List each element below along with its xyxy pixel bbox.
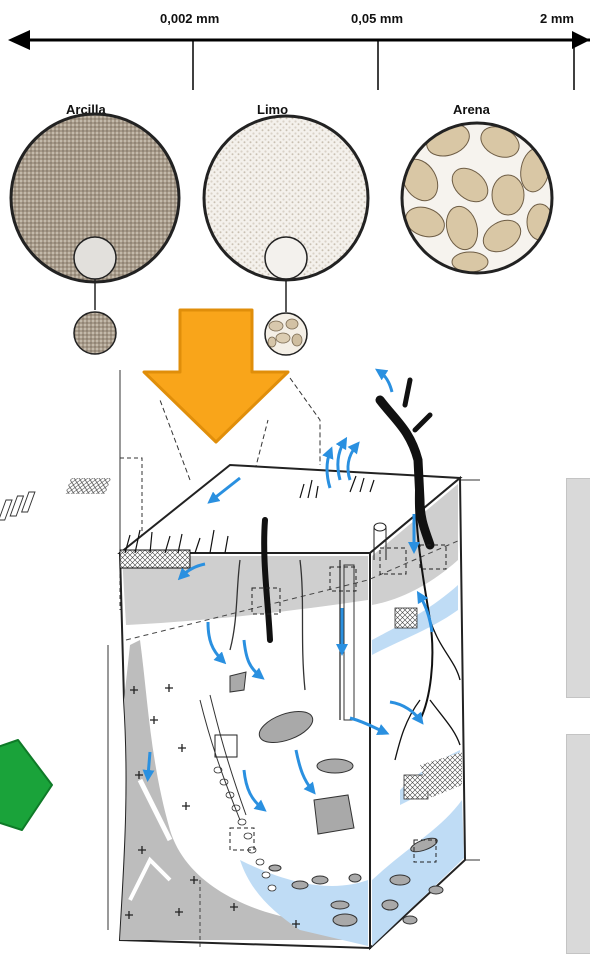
sand-label: Arena	[453, 102, 491, 117]
clay-particle-circle	[11, 114, 179, 354]
right-arrow-icon	[0, 740, 52, 830]
tick-label-clay: 0,002 mm	[160, 11, 219, 26]
water-flow-arrow-icon	[380, 372, 392, 392]
water-flow-arrow-icon	[148, 752, 150, 776]
tick-label-sand: 2 mm	[540, 11, 574, 26]
soil-block	[0, 380, 465, 948]
tick-label-silt: 0,05 mm	[351, 11, 403, 26]
scale-left-arrowhead-icon	[8, 30, 30, 50]
sand-particle-circle	[395, 118, 553, 273]
grain-size-scale: 0,002 mm 0,05 mm 2 mm	[8, 11, 590, 90]
